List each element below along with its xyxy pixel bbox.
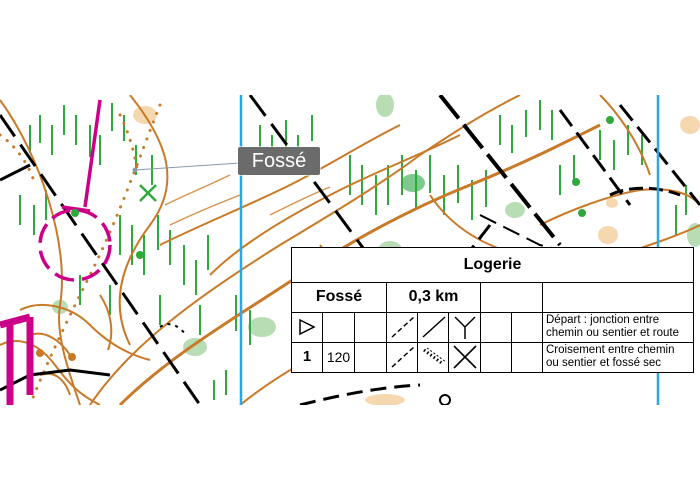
triangle-start-icon — [292, 312, 322, 342]
control-description: Croisement entre chemin ou sentier et fo… — [542, 342, 693, 372]
header-empty-cell — [480, 282, 542, 312]
course-overprint — [0, 99, 112, 405]
junction-icon — [448, 312, 480, 342]
crossing-icon — [448, 342, 480, 372]
control-description-sheet[interactable]: Logerie Fossé 0,3 km Départ : j — [291, 247, 694, 373]
form-lines — [164, 174, 331, 226]
course-distance: 0,3 km — [386, 282, 480, 312]
class-label: Fossé — [315, 288, 363, 305]
start-description: Départ : jonction entre chemin ou sentie… — [542, 312, 693, 342]
point-features — [36, 116, 614, 405]
dry-ditch-icon — [417, 342, 448, 372]
callout-anchor — [132, 167, 138, 173]
open-land-patches — [133, 106, 700, 405]
path-dashed-icon — [386, 312, 417, 342]
road-solid-icon — [417, 312, 448, 342]
control-row-1: 1 120 Croisement entre chemin ou sentier… — [292, 342, 693, 372]
event-title: Logerie — [292, 248, 693, 283]
start-row: Départ : jonction entre chemin ou sentie… — [292, 312, 693, 343]
control-number: 1 — [302, 348, 312, 365]
callout-leader — [134, 162, 241, 171]
control-code: 120 — [322, 342, 354, 372]
description-header-row: Fossé 0,3 km — [292, 282, 693, 313]
header-text-cell — [542, 282, 693, 312]
control-pin — [139, 184, 157, 202]
path-dashed-icon — [386, 342, 417, 372]
feature-callout-label: Fossé — [238, 147, 320, 175]
